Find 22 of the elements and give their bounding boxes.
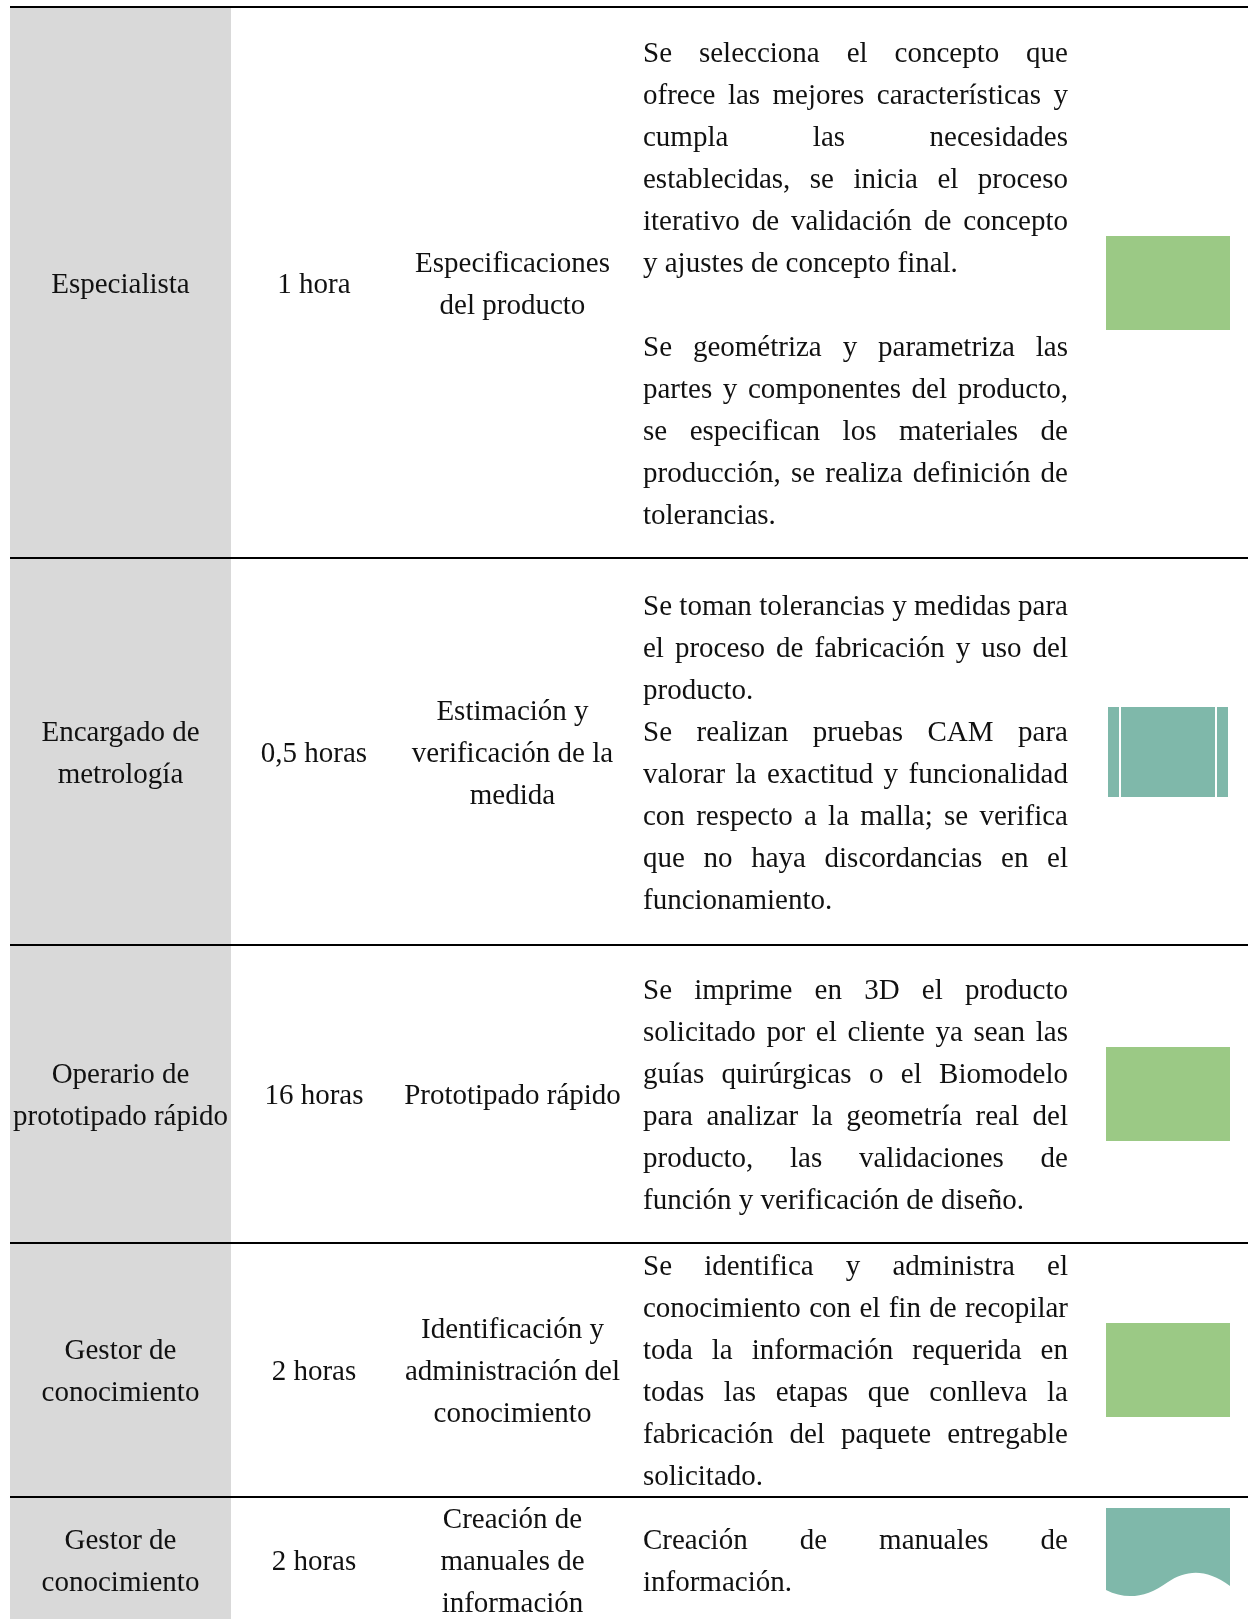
role-label: Gestor de conocimiento [40,1332,201,1409]
duration-label: 2 horas [270,1353,358,1388]
description-text: Se imprime en 3D el producto solicitado por el cliente ya sean las guías quirúrgicas o el Biomodelo para analizar la geometría real del producto, las validaciones de función y verificación de diseño. [643,972,1068,1217]
duration-label: 2 horas [270,1543,358,1578]
role-label: Especialista [50,265,191,301]
description-text: Se toman tolerancias y medidas para el proceso de fabricación y uso del producto. [643,587,1068,707]
role-label: Gestor de conocimiento [40,1522,201,1599]
activity-label: Creación de manuales de información [439,1501,586,1619]
role-label: Operario de prototipado rápido [11,1056,229,1133]
activity-label: Estimación y verificación de la medida [410,692,615,812]
duration-label: 16 horas [263,1077,365,1112]
activity-label: Especificaciones del producto [414,244,611,322]
activity-label: Prototipado rápido [403,1077,622,1112]
duration-label: 0,5 horas [259,734,369,770]
description-text: Se selecciona el concepto que ofrece las mejores características y cumpla las necesidades establecidas, se inicia el proceso iterativo de validación de concepto y ajustes de concepto final. [643,34,1068,280]
description-text: Se geométriza y parametriza las partes y componentes del producto, se especifican los materiales de producción, se realiza definición de tolerancias. [643,328,1068,532]
description-text: Se realizan pruebas CAM para valorar la exactitud y funcionalidad con respecto a la malla; se verifica que no haya discordancias en el funcionamiento. [643,713,1068,917]
duration-label: 1 hora [276,265,352,301]
description-text: Creación de manuales de información. [643,1522,1068,1599]
activity-label: Identificación y administración del conocimiento [404,1311,621,1430]
description-text: Se identifica y administra el conocimiento con el fin de recopilar toda la información requerida en todas las etapas que conlleva la fabricación del paquete entregable solicitado. [643,1248,1068,1493]
role-label: Encargado de metrología [40,713,201,791]
